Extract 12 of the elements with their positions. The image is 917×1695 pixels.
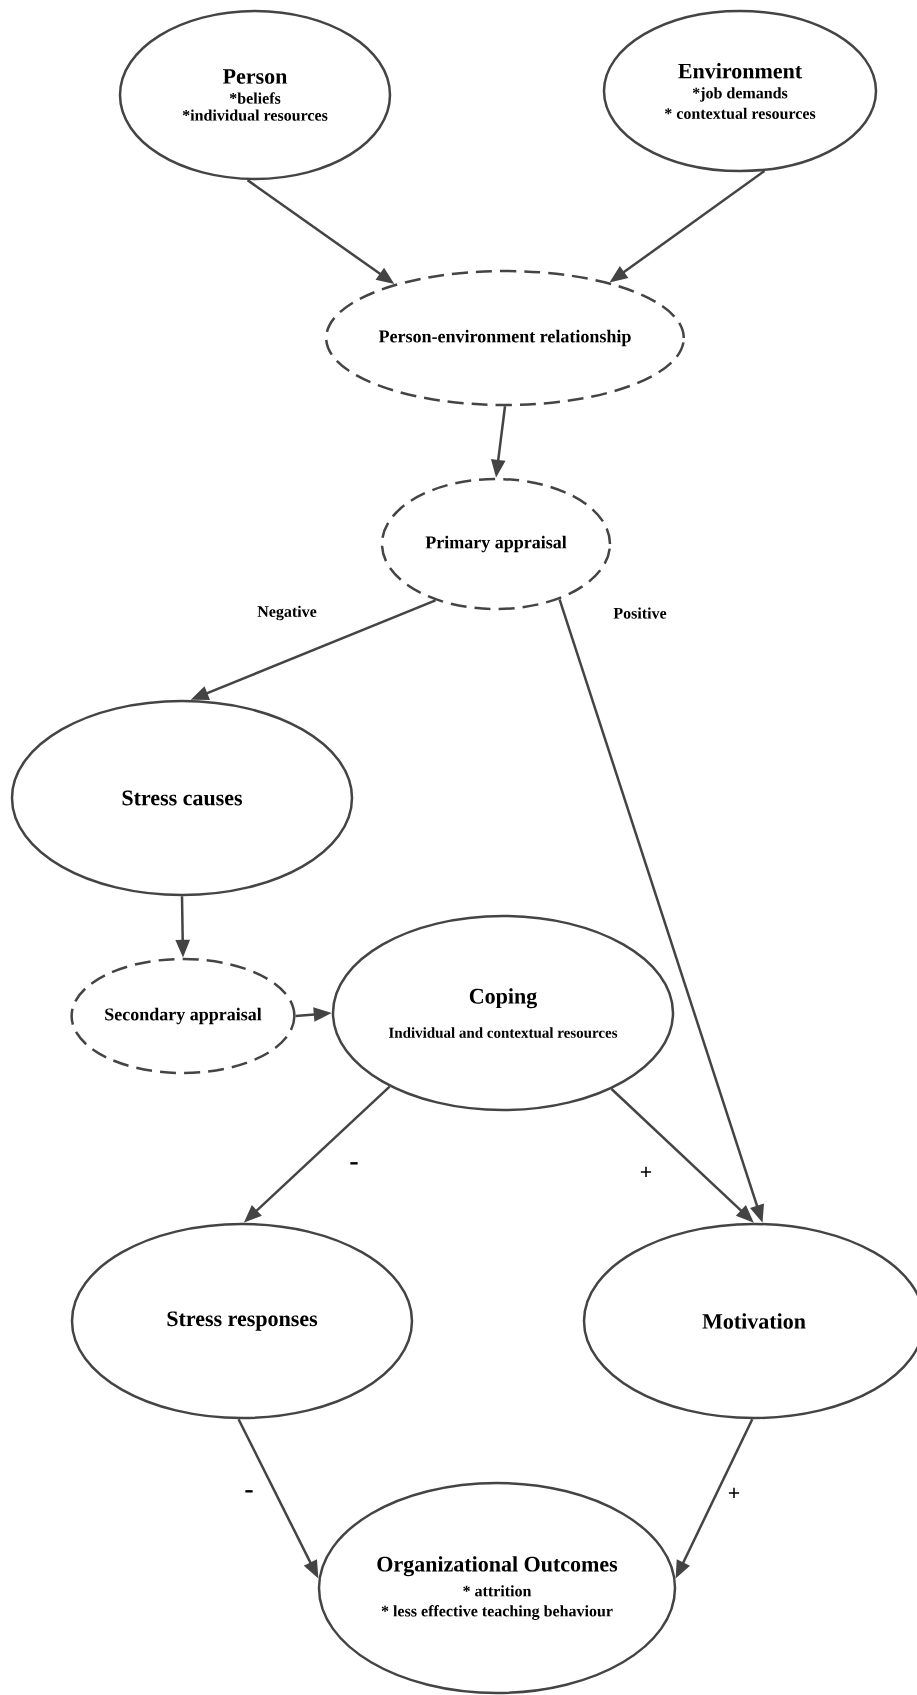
ellipse-node: Coping Individual and contextual resources bbox=[331, 914, 675, 1112]
ellipse-node: Person *beliefs *individual resources bbox=[118, 9, 392, 181]
edge-label: Positive bbox=[612, 606, 668, 620]
ellipse-node: Stress causes bbox=[10, 699, 354, 897]
edge-label: + bbox=[638, 1165, 654, 1181]
edge-label: - bbox=[348, 1161, 360, 1171]
ellipse-node: Environment *job demands * contextual resources bbox=[602, 9, 878, 173]
edge-label: + bbox=[726, 1486, 742, 1502]
edge-label: Negative bbox=[256, 604, 318, 622]
edge-label: - bbox=[243, 1489, 255, 1499]
ellipse-node: Organizational Outcomes * attrition * less effective teaching behaviour bbox=[317, 1481, 677, 1695]
ellipse-node: Stress responses bbox=[70, 1222, 414, 1420]
